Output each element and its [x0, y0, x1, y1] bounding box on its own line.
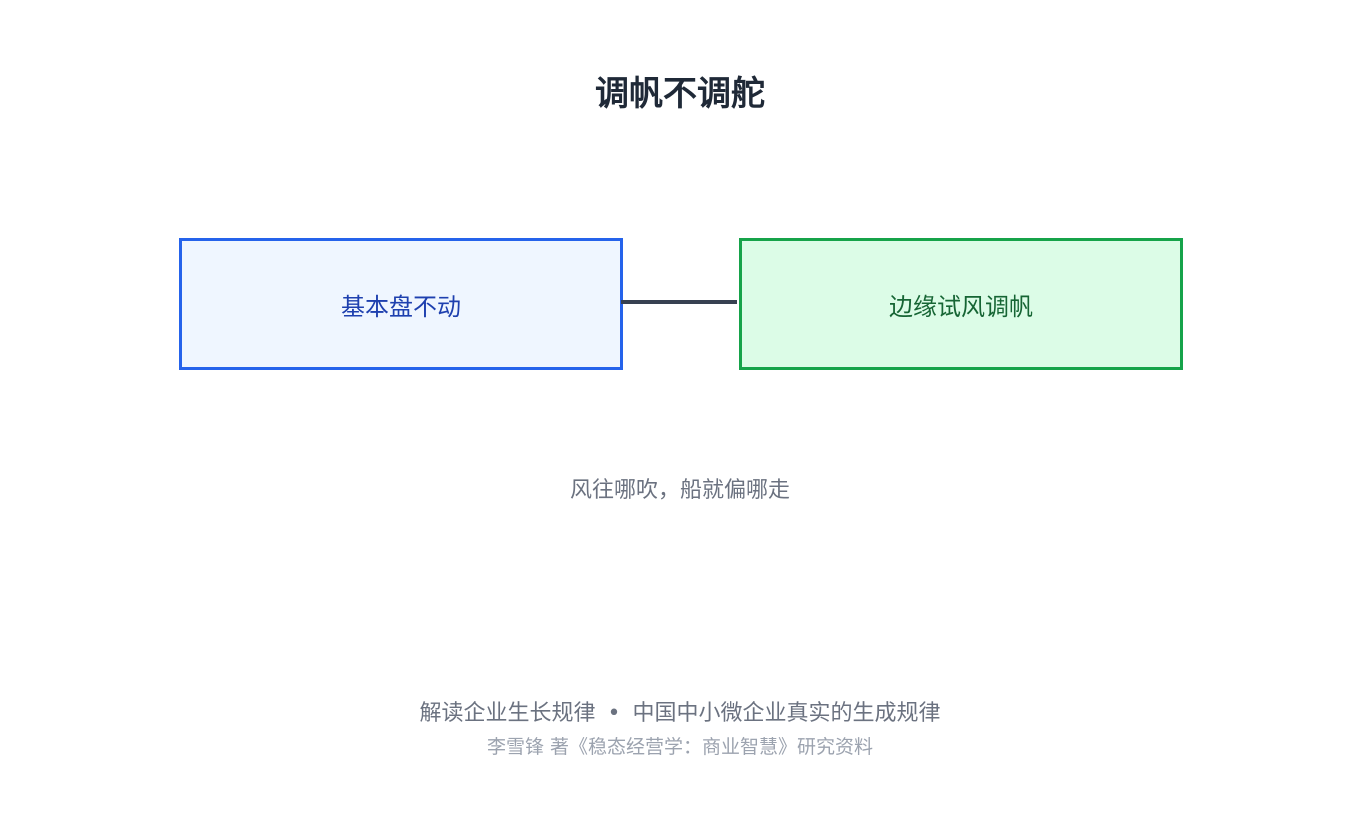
footer-part-two: 中国中小微企业真实的生成规律 [632, 701, 941, 726]
diagram-title: 调帆不调舵 [595, 74, 765, 114]
footer-part-one: 解读企业生长规律 [419, 701, 596, 726]
connector-line [621, 300, 737, 304]
core-business-label: 基本盘不动 [341, 292, 461, 321]
core-business-box: 基本盘不动 [179, 238, 623, 370]
edge-trial-label: 边缘试风调帆 [889, 292, 1033, 321]
diagram-caption: 风往哪吹，船就偏哪走 [569, 478, 790, 503]
footer-main-line: 解读企业生长规律 • 中国中小微企业真实的生成规律 [0, 698, 1360, 730]
footer-source: 李雪锋 著《稳态经营学：商业智慧》研究资料 [486, 736, 874, 758]
footer-separator: • [607, 701, 621, 726]
edge-trial-box: 边缘试风调帆 [739, 238, 1183, 370]
